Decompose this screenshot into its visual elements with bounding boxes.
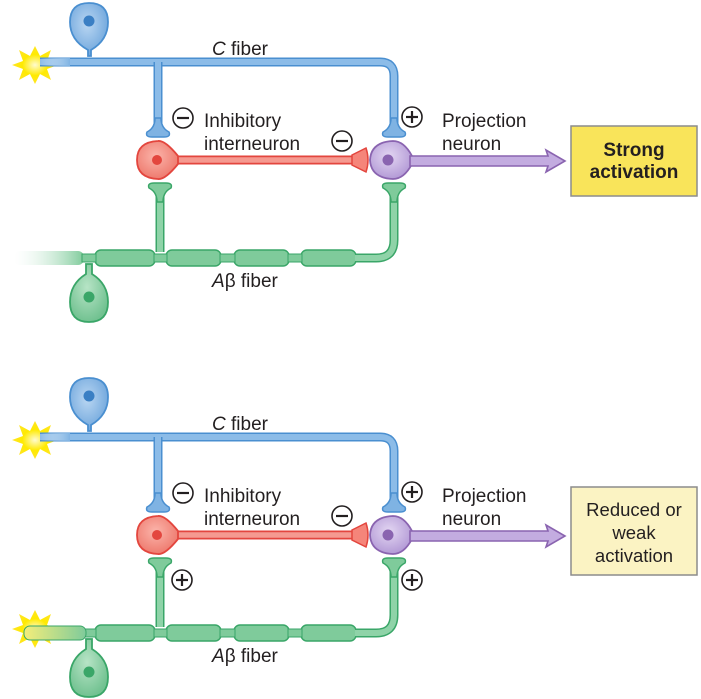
output-line3: activation — [595, 545, 673, 566]
output-box-weak — [570, 486, 698, 576]
output-line1: Strong — [603, 140, 664, 161]
plus-sign-icon — [401, 569, 423, 591]
abeta-fiber-label: Aβ fiber — [211, 646, 279, 667]
plus-sign-icon — [401, 106, 423, 128]
plus-sign-icon — [171, 569, 193, 591]
c-fiber-label: C fiber — [212, 414, 269, 435]
plus-sign-icon — [401, 481, 423, 503]
output-line2: weak — [611, 522, 656, 543]
minus-sign-icon — [172, 482, 194, 504]
output-line1: Reduced or — [586, 499, 682, 520]
panel-top: C fiber Inhibitory interneuron Projectio… — [12, 3, 698, 322]
interneuron-label-line1: Inhibitory — [204, 111, 282, 132]
projection-label-line1: Projection — [442, 486, 527, 507]
interneuron-label-line2: interneuron — [204, 509, 300, 530]
minus-sign-icon — [331, 505, 353, 527]
interneuron-label-line1: Inhibitory — [204, 486, 282, 507]
projection-label-line2: neuron — [442, 134, 501, 155]
abeta-fiber-label: Aβ fiber — [211, 271, 279, 292]
minus-sign-icon — [172, 107, 194, 129]
interneuron-label-line2: interneuron — [204, 134, 300, 155]
minus-sign-icon — [331, 130, 353, 152]
projection-label-line2: neuron — [442, 509, 501, 530]
output-line2: activation — [590, 162, 679, 183]
output-box-strong — [570, 125, 698, 197]
projection-label-line1: Projection — [442, 111, 527, 132]
panel-bottom: C fiber Inhibitory interneuron Projectio… — [12, 378, 698, 697]
c-fiber-label: C fiber — [212, 39, 269, 60]
